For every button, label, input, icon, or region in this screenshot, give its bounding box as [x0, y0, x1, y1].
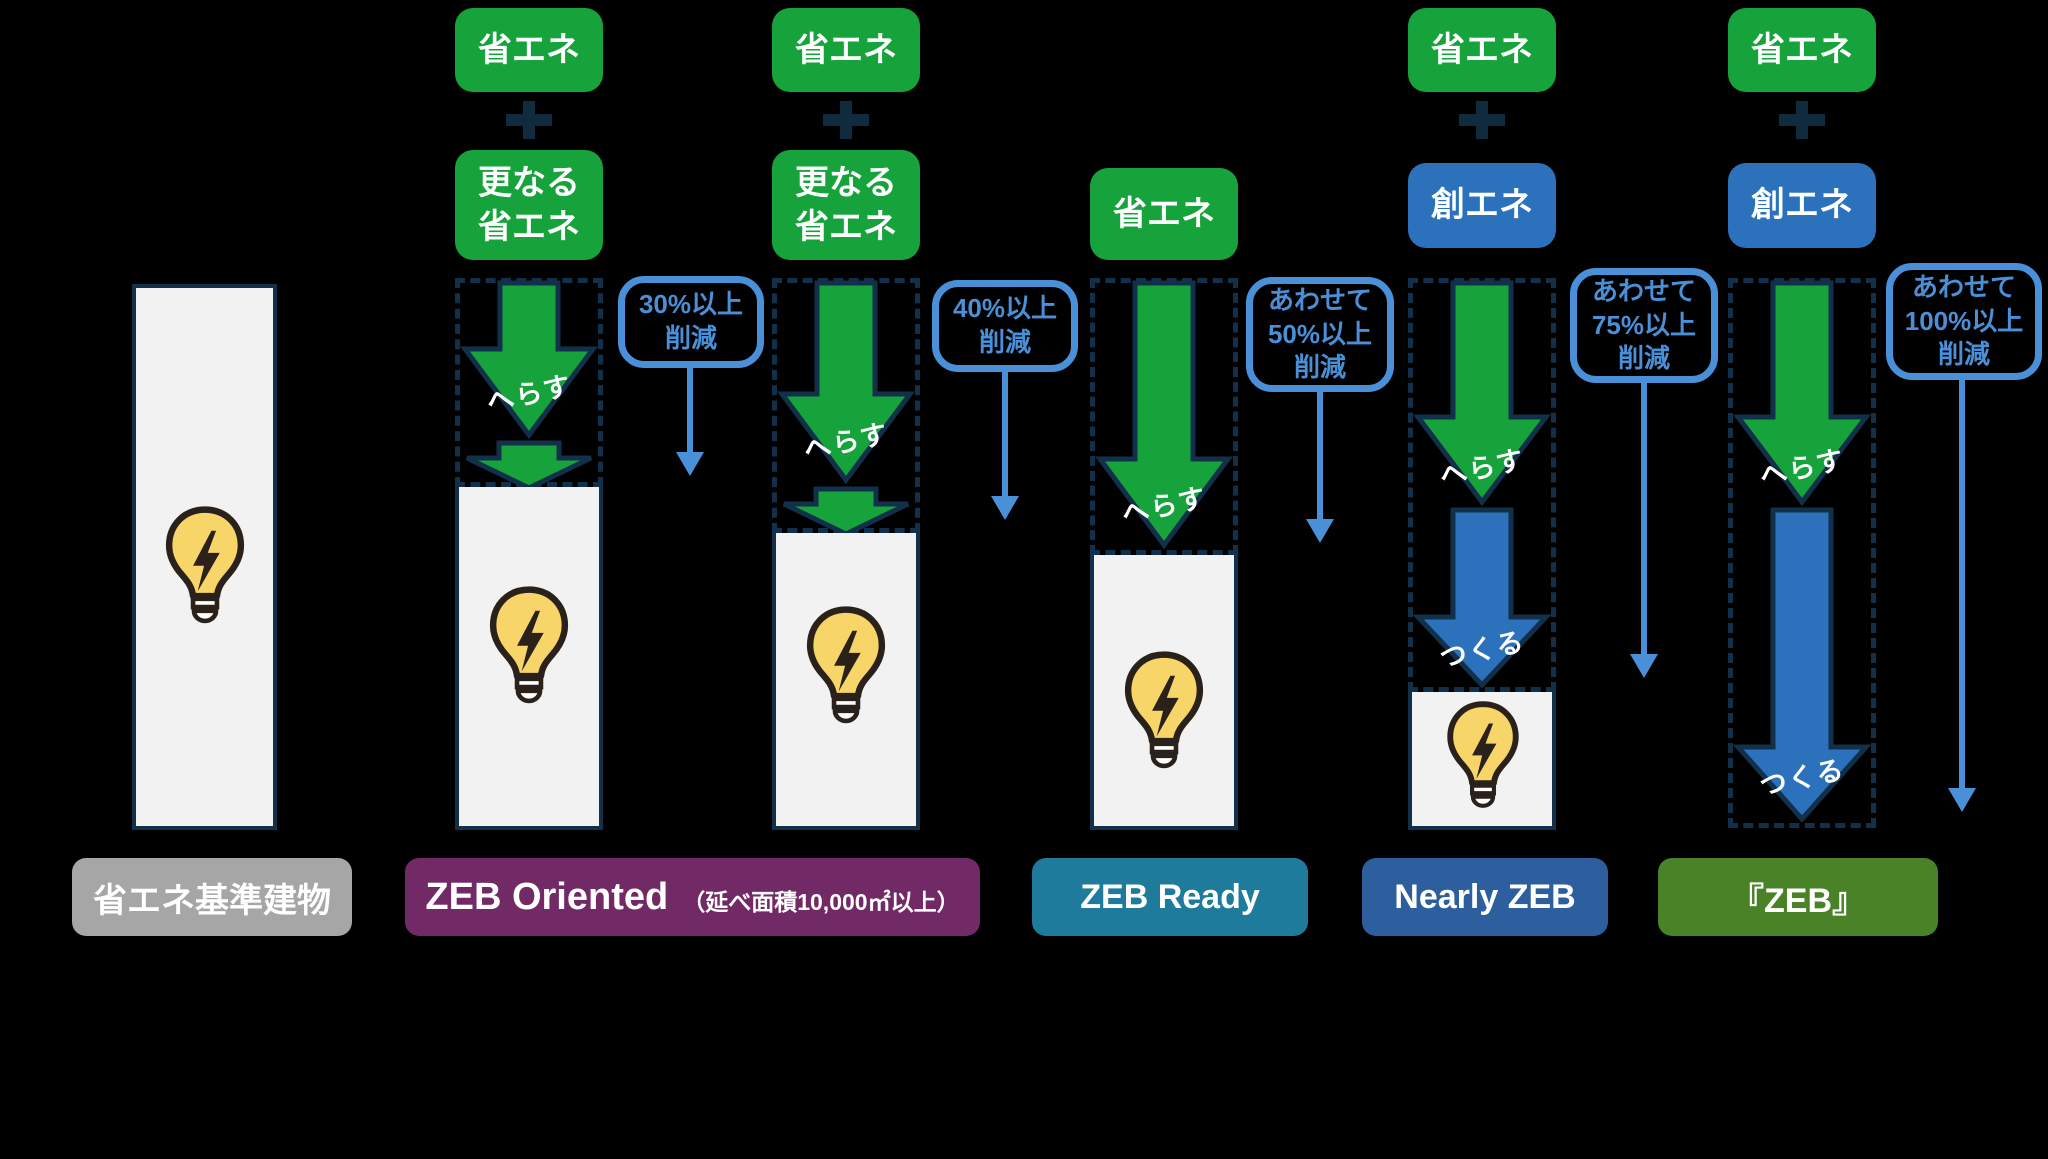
create-energy-label: 創エネ — [1431, 186, 1533, 225]
label-baseline-text: 省エネ基準建物 — [93, 881, 331, 920]
callout-100-arrowhead — [1948, 788, 1976, 812]
more-save-energy-box: 更なる 省エネ — [772, 150, 920, 260]
label-zeb-oriented-note: （延べ面積10,000㎡以上） — [682, 889, 960, 915]
reduce-arrow — [1095, 280, 1233, 549]
callout-30-arrowhead — [676, 452, 704, 476]
save-energy-box: 省エネ — [1408, 8, 1556, 92]
callout-100-stem — [1959, 378, 1965, 790]
callout-40-stem — [1002, 370, 1008, 498]
extra-reduce-arrow — [465, 440, 593, 491]
plus-bar-v — [840, 101, 852, 139]
oriented30-energy-bar — [455, 487, 603, 830]
label-zeb-oriented: ZEB Oriented （延べ面積10,000㎡以上） — [405, 858, 980, 936]
callout-40: 40%以上 削減 — [932, 280, 1078, 372]
callout-50-text: あわせて 50%以上 削減 — [1267, 284, 1373, 383]
plus-bar-v — [1476, 101, 1488, 139]
callout-50: あわせて 50%以上 削減 — [1246, 277, 1394, 392]
save-energy-box: 省エネ — [1728, 8, 1876, 92]
extra-reduce-arrow — [782, 486, 910, 537]
callout-100: あわせて 100%以上 削減 — [1886, 263, 2042, 380]
lightbulb-icon — [800, 605, 892, 728]
save-energy-box: 省エネ — [1090, 168, 1238, 260]
lightbulb-icon — [1118, 650, 1210, 773]
label-zeb-text: 『ZEB』 — [1730, 881, 1866, 920]
plus-icon — [1779, 101, 1825, 139]
save-energy-label: 省エネ — [1751, 30, 1853, 69]
plus-icon — [506, 101, 552, 139]
create-arrow — [1412, 507, 1552, 689]
callout-50-stem — [1317, 390, 1323, 521]
create-arrow — [1732, 507, 1872, 823]
more-save-energy-label: 更なる 省エネ — [795, 163, 897, 246]
more-save-energy-label: 更なる 省エネ — [478, 163, 580, 246]
callout-75-arrowhead — [1630, 654, 1658, 678]
callout-50-arrowhead — [1306, 519, 1334, 543]
save-energy-label: 省エネ — [1431, 30, 1533, 69]
callout-40-text: 40%以上 削減 — [952, 293, 1058, 357]
create-energy-label: 創エネ — [1751, 186, 1853, 225]
save-energy-label: 省エネ — [795, 30, 897, 69]
label-zeb-oriented-text: ZEB Oriented — [425, 875, 669, 918]
reduce-arrow — [1732, 280, 1872, 506]
save-energy-box: 省エネ — [455, 8, 603, 92]
label-zeb-ready-text: ZEB Ready — [1080, 877, 1260, 916]
label-zeb-ready: ZEB Ready — [1032, 858, 1308, 936]
plus-icon — [1459, 101, 1505, 139]
label-nearly-zeb-text: Nearly ZEB — [1394, 877, 1576, 916]
save-energy-label: 省エネ — [478, 30, 580, 69]
callout-30-text: 30%以上 削減 — [638, 289, 744, 353]
callout-30: 30%以上 削減 — [618, 276, 764, 368]
lightbulb-icon — [483, 585, 575, 708]
lightbulb-icon — [1441, 700, 1525, 813]
callout-75: あわせて 75%以上 削減 — [1570, 268, 1718, 383]
save-energy-label: 省エネ — [1113, 194, 1215, 233]
label-nearly-zeb: Nearly ZEB — [1362, 858, 1608, 936]
save-energy-box: 省エネ — [772, 8, 920, 92]
reduce-arrow — [777, 280, 915, 484]
label-zeb: 『ZEB』 — [1658, 858, 1938, 936]
callout-75-stem — [1641, 381, 1647, 656]
create-energy-box: 創エネ — [1408, 163, 1556, 248]
callout-40-arrowhead — [991, 496, 1019, 520]
more-save-energy-box: 更なる 省エネ — [455, 150, 603, 260]
plus-bar-v — [523, 101, 535, 139]
label-baseline: 省エネ基準建物 — [72, 858, 352, 936]
plus-icon — [823, 101, 869, 139]
create-energy-box: 創エネ — [1728, 163, 1876, 248]
callout-30-stem — [687, 366, 693, 454]
reduce-arrow — [460, 280, 598, 439]
reduce-arrow — [1412, 280, 1552, 506]
callout-75-text: あわせて 75%以上 削減 — [1591, 275, 1697, 374]
lightbulb-icon — [159, 505, 251, 628]
callout-100-text: あわせて 100%以上 削減 — [1904, 271, 2024, 370]
plus-bar-v — [1796, 101, 1808, 139]
